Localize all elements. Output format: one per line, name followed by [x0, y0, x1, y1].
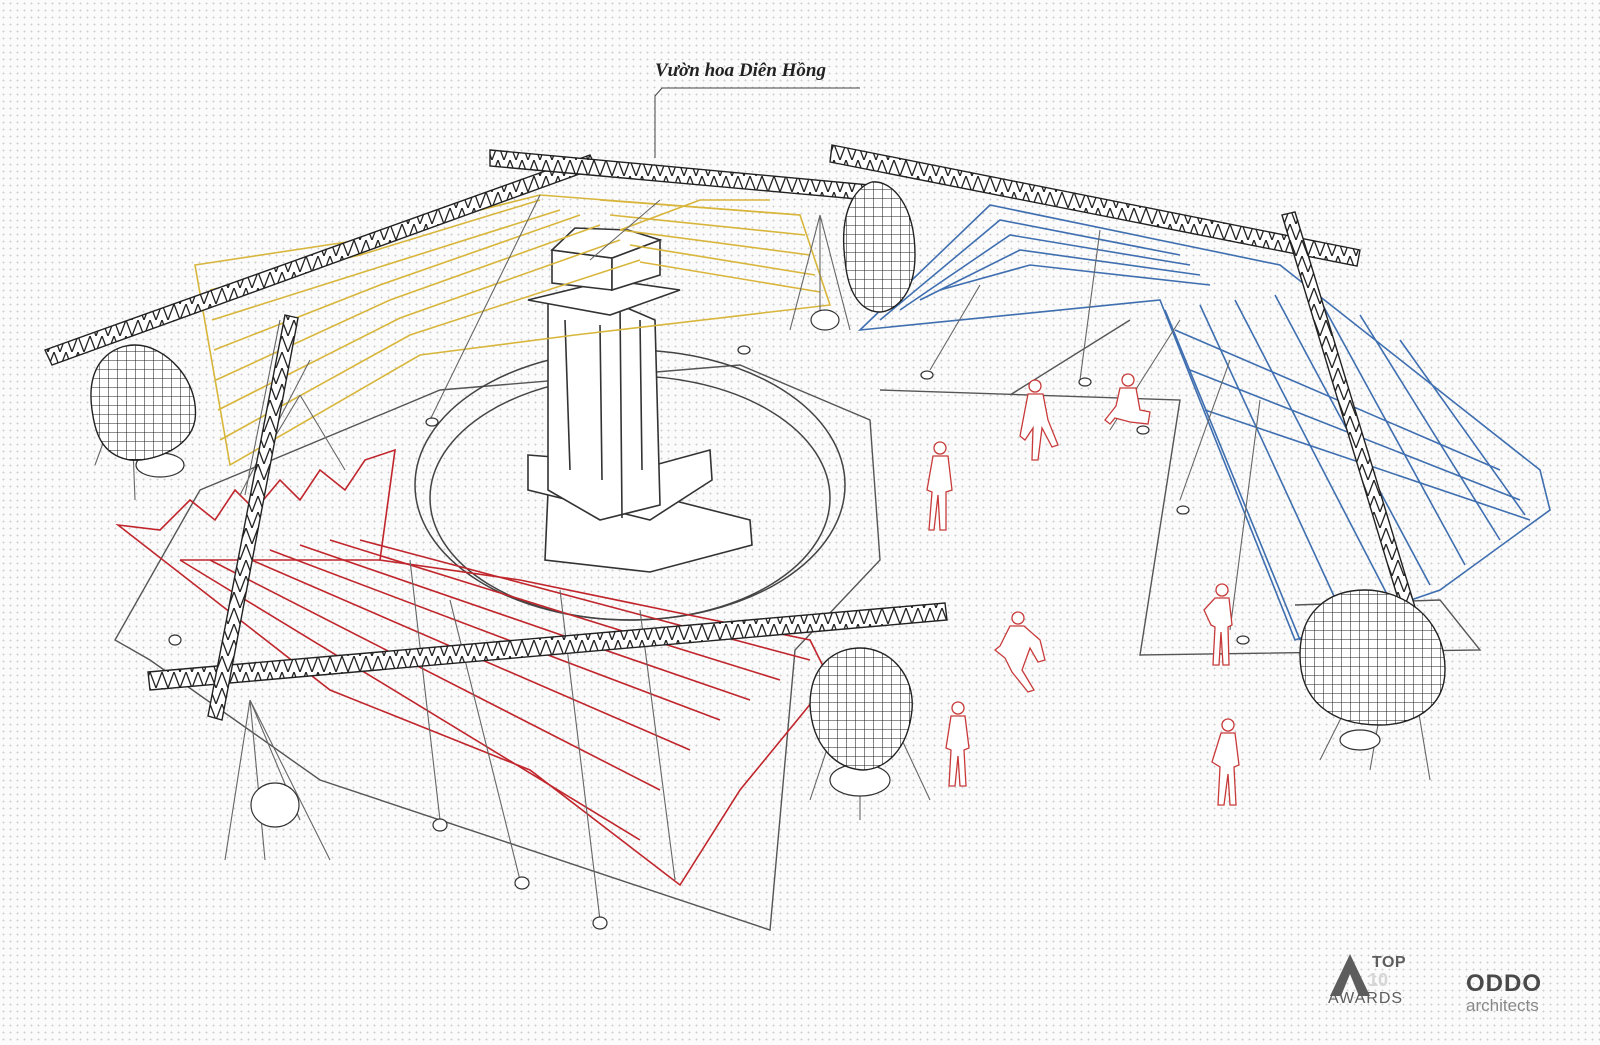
location-label: Vườn hoa Diên Hồng: [655, 60, 826, 81]
figure-standing-4: [945, 701, 970, 787]
figure-standing-3: [1203, 583, 1233, 666]
award-number-text: 10: [1368, 970, 1389, 990]
figure-running: [993, 611, 1046, 693]
canopy-blue: [857, 204, 1551, 642]
brand-subtitle: architects: [1466, 996, 1539, 1015]
award-awards-text: AWARDS: [1328, 990, 1404, 1007]
human-figures: [926, 373, 1240, 806]
anchor-weights: [135, 309, 1381, 930]
figure-walking-2: [1019, 379, 1059, 461]
brand-name: ODDO: [1466, 970, 1542, 997]
award-logo: TOP 10 AWARDS: [1328, 948, 1418, 1008]
award-a-mark-icon: [1330, 954, 1370, 996]
figure-walking-5: [1211, 718, 1240, 806]
figure-walking-1: [926, 441, 953, 531]
central-monument: [527, 227, 753, 573]
mesh-pods: [90, 181, 1446, 771]
label-leader-line: [654, 87, 860, 158]
figure-sitting: [1104, 373, 1151, 425]
truss-beams: [44, 144, 1426, 721]
brand-logo: ODDO architects: [1466, 972, 1576, 1016]
award-top-text: TOP: [1372, 954, 1407, 971]
canopy-red: [115, 448, 831, 887]
